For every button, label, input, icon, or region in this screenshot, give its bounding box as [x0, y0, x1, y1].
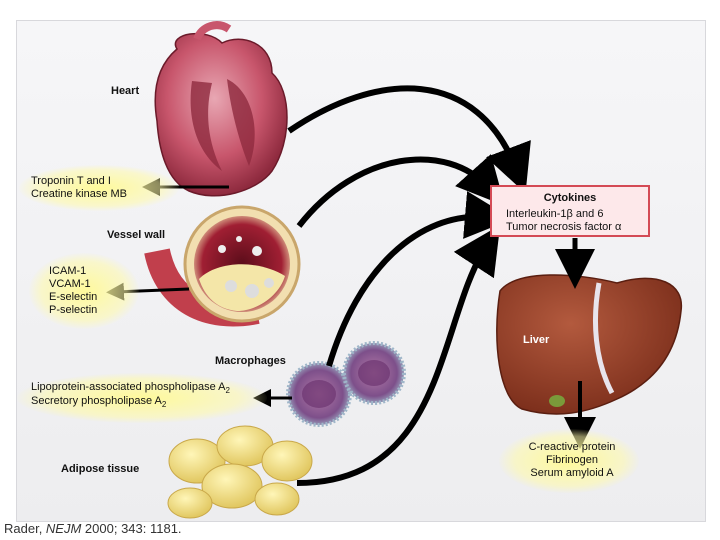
heart-marker-troponin: Troponin T and I: [31, 175, 111, 187]
liver-title: Liver: [523, 334, 550, 346]
macrophages-illustration: [286, 341, 406, 427]
vessel-marker-p-selectin: P-selectin: [49, 304, 98, 316]
adipose-title: Adipose tissue: [61, 463, 140, 475]
liver-protein-crp: C-reactive protein: [528, 441, 616, 453]
macrophages-to-cytokines-arrow: [326, 191, 513, 367]
macrophages-title: Macrophages: [215, 355, 286, 367]
vessel-title: Vessel wall: [107, 229, 166, 241]
vessel-marker-e-selectin: E-selectin: [49, 291, 98, 303]
vessel-markers-glow: [29, 253, 139, 329]
diagram-panel: Heart Troponin T and I Creatine kinase M…: [16, 20, 706, 522]
diagram-artwork: [106, 21, 683, 519]
cytokines-box: Cytokines Interleukin-1β and 6 Tumor nec…: [490, 185, 650, 237]
cytokines-interleukin: Interleukin-1β and 6: [506, 208, 604, 220]
cytokines-tnf: Tumor necrosis factor α: [506, 221, 622, 233]
heart-marker-ck-mb: Creatine kinase MB: [31, 188, 127, 200]
adipose-illustration: [167, 425, 313, 519]
heart-title: Heart: [111, 85, 140, 97]
vessel-marker-vcam1: VCAM-1: [49, 278, 91, 290]
heart-markers-glow: [19, 165, 179, 211]
macrophage-marker-lppla2: Lipoprotein-associated phospholipase A2: [31, 381, 230, 396]
macrophage-markers-glow: [17, 373, 267, 423]
heart-to-cytokines-arrow: [287, 85, 531, 194]
vessel-to-cytokines-arrow: [296, 154, 506, 228]
vessel-illustration: [144, 205, 301, 327]
citation: Rader, NEJM 2000; 343: 1181.: [4, 521, 182, 536]
macrophage-marker-spla2: Secretory phospholipase A2: [31, 395, 167, 410]
liver-protein-fibrinogen: Fibrinogen: [546, 454, 598, 466]
liver-proteins-glow: [499, 429, 639, 493]
cytokines-title: Cytokines: [543, 192, 597, 204]
heart-illustration: [154, 21, 288, 197]
arrows: [106, 85, 596, 486]
liver-illustration: [496, 274, 683, 415]
vessel-marker-icam1: ICAM-1: [49, 265, 87, 277]
adipose-to-cytokines-arrow: [296, 224, 501, 486]
liver-protein-saa: Serum amyloid A: [530, 467, 614, 479]
